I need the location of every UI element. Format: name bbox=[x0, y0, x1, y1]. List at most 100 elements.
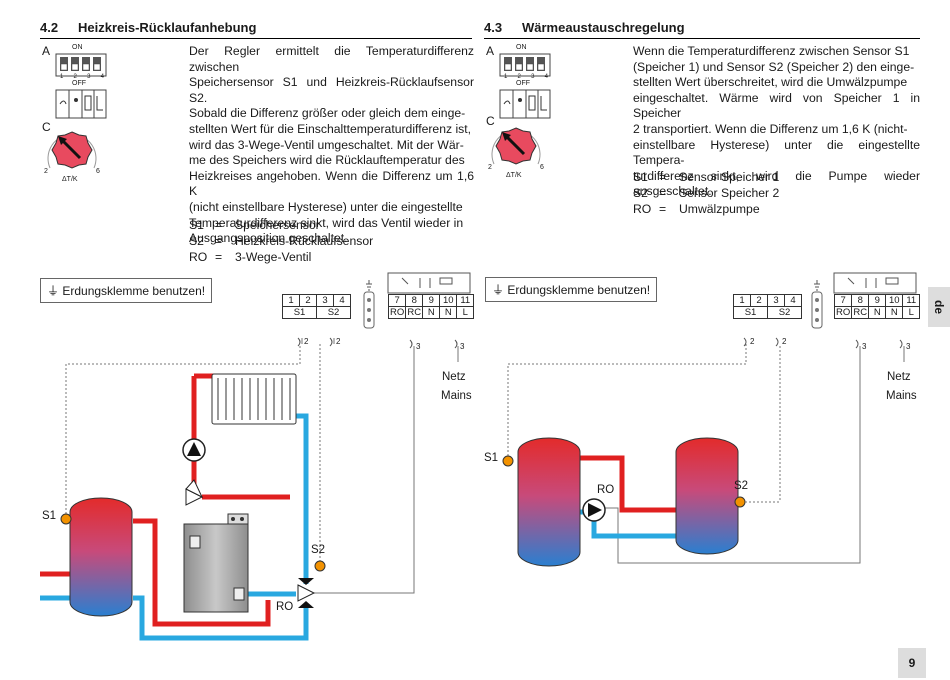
para-line: Ausgangsposition geschaltet. bbox=[189, 231, 348, 246]
terminal-sub: N bbox=[422, 306, 441, 319]
dip-off-label: OFF bbox=[516, 80, 530, 87]
legend-row: RO=3-Wege-Ventil bbox=[189, 250, 312, 264]
legend-row: S2=Heizkreis-Rücklaufsensor bbox=[189, 234, 374, 248]
hydraulic-diagram-right bbox=[502, 272, 917, 567]
terminal-num: 4 bbox=[784, 294, 802, 307]
legend-key: RO bbox=[633, 202, 652, 216]
relay-terminal-left: 7 8 9 10 11 RO RC N N L bbox=[387, 294, 475, 319]
terminal-num: 9 bbox=[868, 294, 887, 307]
para-line: (Speicher 1) und Sensor S2 (Speicher 2) … bbox=[633, 59, 915, 74]
legend-row: RO=Umwälzpumpe bbox=[633, 202, 760, 216]
mains-label-de: Netz bbox=[887, 371, 911, 383]
legend-key: RO bbox=[189, 250, 208, 264]
sensor-s2-label: S2 bbox=[734, 480, 749, 492]
language-tab[interactable]: de bbox=[928, 287, 950, 327]
legend-desc: Sensor Speicher 2 bbox=[679, 186, 780, 200]
section-title-4-2: 4.2 Heizkreis-Rücklaufanhebung bbox=[40, 20, 472, 39]
legend-key: S2 bbox=[189, 234, 204, 248]
para-line: wird das 3-Wege-Ventil umgeschaltet. Mit… bbox=[189, 137, 464, 152]
para-line: einstellbare Hysterese) unter die einges… bbox=[633, 137, 920, 168]
earth-icon: ⏚ bbox=[492, 283, 505, 297]
wire-count: 2 bbox=[782, 337, 787, 346]
terminal-num: 8 bbox=[851, 294, 870, 307]
sensor-s2-label: S2 bbox=[311, 544, 326, 556]
terminal-sub: RC bbox=[851, 306, 870, 319]
dip-number: 2 bbox=[73, 74, 77, 80]
para-line: Speichersensor S1 und Heizkreis-Rücklauf… bbox=[189, 75, 474, 105]
para-line: (nicht einstellbare Hysterese) unter die… bbox=[189, 199, 463, 214]
legend-desc: Heizkreis-Rücklaufsensor bbox=[235, 234, 374, 248]
terminal-num: 8 bbox=[405, 294, 424, 307]
terminal-num: 3 bbox=[767, 294, 785, 307]
dip-switch-left bbox=[55, 53, 107, 119]
wire-count: 2 bbox=[336, 337, 341, 346]
section-title-text: Wärmeaustauschregelung bbox=[522, 20, 685, 35]
legend-desc: Umwälzpumpe bbox=[679, 202, 760, 216]
para-line: Sobald die Differenz größer oder gleich … bbox=[189, 106, 466, 121]
earth-note-text: Erdungsklemme benutzen! bbox=[507, 283, 651, 297]
dial-label: ΔT/K bbox=[62, 176, 78, 183]
dial-min: 2 bbox=[488, 164, 492, 171]
terminal-sub: L bbox=[456, 306, 475, 319]
terminal-sub: S2 bbox=[316, 306, 351, 319]
terminal-sub: RO bbox=[387, 306, 407, 319]
wire-count: 2 bbox=[304, 337, 309, 346]
para-line: me des Speichers wird die Rücklauftemper… bbox=[189, 153, 465, 168]
terminal-sub: N bbox=[439, 306, 458, 319]
para-line: stellten Wert überschreitet, wird die Um… bbox=[633, 75, 908, 90]
section-number: 4.3 bbox=[484, 20, 503, 35]
wire-count: 3 bbox=[416, 342, 421, 351]
section-title-text: Heizkreis-Rücklaufanhebung bbox=[78, 20, 257, 35]
sensor-terminal-right: 1 2 3 4 S1 S2 bbox=[733, 294, 802, 319]
sensor-terminal-left: 1 2 3 4 S1 S2 bbox=[282, 294, 351, 319]
terminal-num: 2 bbox=[299, 294, 317, 307]
dip-number: 1 bbox=[504, 74, 508, 80]
legend-row: S1=Sensor Speicher 1 bbox=[633, 170, 780, 184]
terminal-num: 4 bbox=[333, 294, 351, 307]
para-line: Der Regler ermittelt die Temperaturdiffe… bbox=[189, 44, 474, 74]
terminal-num: 10 bbox=[885, 294, 904, 307]
para-line: 2 transportiert. Wenn die Differenz um 1… bbox=[633, 121, 908, 136]
wire-count: 2 bbox=[750, 337, 755, 346]
section-title-4-3: 4.3 Wärmeaustauschregelung bbox=[484, 20, 920, 39]
terminal-num: 1 bbox=[733, 294, 751, 307]
legend-4-3: S1=Sensor Speicher 1 S2=Sensor Speicher … bbox=[633, 169, 779, 217]
terminal-num: 11 bbox=[902, 294, 921, 307]
legend-desc: Sensor Speicher 1 bbox=[679, 170, 780, 184]
mains-label-en: Mains bbox=[441, 390, 472, 402]
dip-number: 1 bbox=[60, 74, 64, 80]
dip-number: 4 bbox=[100, 74, 104, 80]
terminal-sub: RC bbox=[405, 306, 424, 319]
sensor-s1-label: S1 bbox=[484, 452, 499, 464]
terminal-num: 11 bbox=[456, 294, 475, 307]
dial-min: 2 bbox=[44, 168, 48, 175]
legend-key: S2 bbox=[633, 186, 648, 200]
legend-key: S1 bbox=[633, 170, 648, 184]
terminal-sub: N bbox=[868, 306, 887, 319]
mains-label-en: Mains bbox=[886, 390, 917, 402]
section-number: 4.2 bbox=[40, 20, 59, 35]
wire-count: 3 bbox=[460, 342, 465, 351]
sensor-s1-label: S1 bbox=[42, 510, 57, 522]
delta-t-dial-right[interactable] bbox=[488, 124, 544, 172]
dip-numbers: 1 2 3 4 bbox=[504, 74, 548, 80]
earth-note-text: Erdungsklemme benutzen! bbox=[62, 284, 206, 298]
terminal-num: 2 bbox=[750, 294, 768, 307]
dip-switch-right bbox=[499, 53, 551, 119]
para-line: stellten Wert für die Einschalttemperatu… bbox=[189, 121, 472, 136]
dip-number: 2 bbox=[517, 74, 521, 80]
legend-row: S1=Speichersensor bbox=[189, 218, 320, 232]
legend-row: S2=Sensor Speicher 2 bbox=[633, 186, 780, 200]
para-line: eingeschaltet. Wärme wird von Speicher 1… bbox=[633, 90, 920, 121]
para-line: Wenn die Temperaturdifferenz zwischen Se… bbox=[633, 44, 910, 58]
delta-t-dial-left[interactable] bbox=[44, 128, 100, 176]
label-a: A bbox=[42, 44, 51, 58]
para-line: Heizkreises angehoben. Wenn die Differen… bbox=[189, 168, 474, 199]
legend-desc: 3-Wege-Ventil bbox=[235, 250, 312, 264]
earth-note-left: ⏚ Erdungsklemme benutzen! bbox=[40, 278, 213, 303]
terminal-num: 1 bbox=[282, 294, 300, 307]
mains-label-de: Netz bbox=[442, 371, 466, 383]
terminal-num: 10 bbox=[439, 294, 458, 307]
dip-number: 3 bbox=[531, 74, 535, 80]
pump-ro-label: RO bbox=[597, 484, 615, 496]
